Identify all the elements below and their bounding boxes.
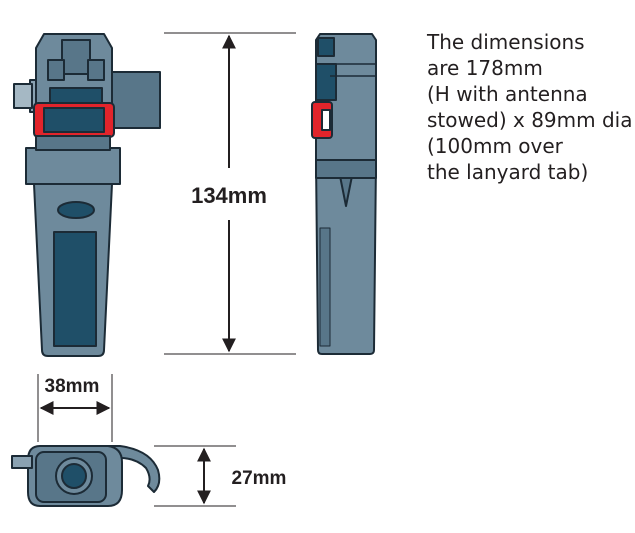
description-line: stowed) x 89mm dia xyxy=(427,108,633,132)
width-dimension: 38mm xyxy=(37,374,113,442)
description-line: the lanyard tab) xyxy=(427,160,589,184)
height-label: 134mm xyxy=(191,183,267,208)
description-line: are 178mm xyxy=(427,56,543,80)
side-view-grip-panel xyxy=(319,227,331,347)
description-line: (H with antenna xyxy=(427,82,588,106)
side-view-device xyxy=(311,33,377,355)
handle-grip-panel xyxy=(53,231,97,347)
collar xyxy=(25,147,121,185)
side-view-handle xyxy=(315,159,377,355)
depth-label: 27mm xyxy=(232,468,287,489)
description-line: The dimensions xyxy=(427,30,585,54)
height-dimension: 134mm xyxy=(164,32,296,355)
handle-badge xyxy=(57,201,95,219)
depth-dimension: 27mm xyxy=(154,445,287,507)
dimensions-description: The dimensions are 178mm (H with antenna… xyxy=(427,29,633,185)
description-line: (100mm over xyxy=(427,134,563,158)
width-label: 38mm xyxy=(45,376,100,397)
bottom-view-device xyxy=(11,445,161,507)
front-view-device xyxy=(13,33,161,357)
